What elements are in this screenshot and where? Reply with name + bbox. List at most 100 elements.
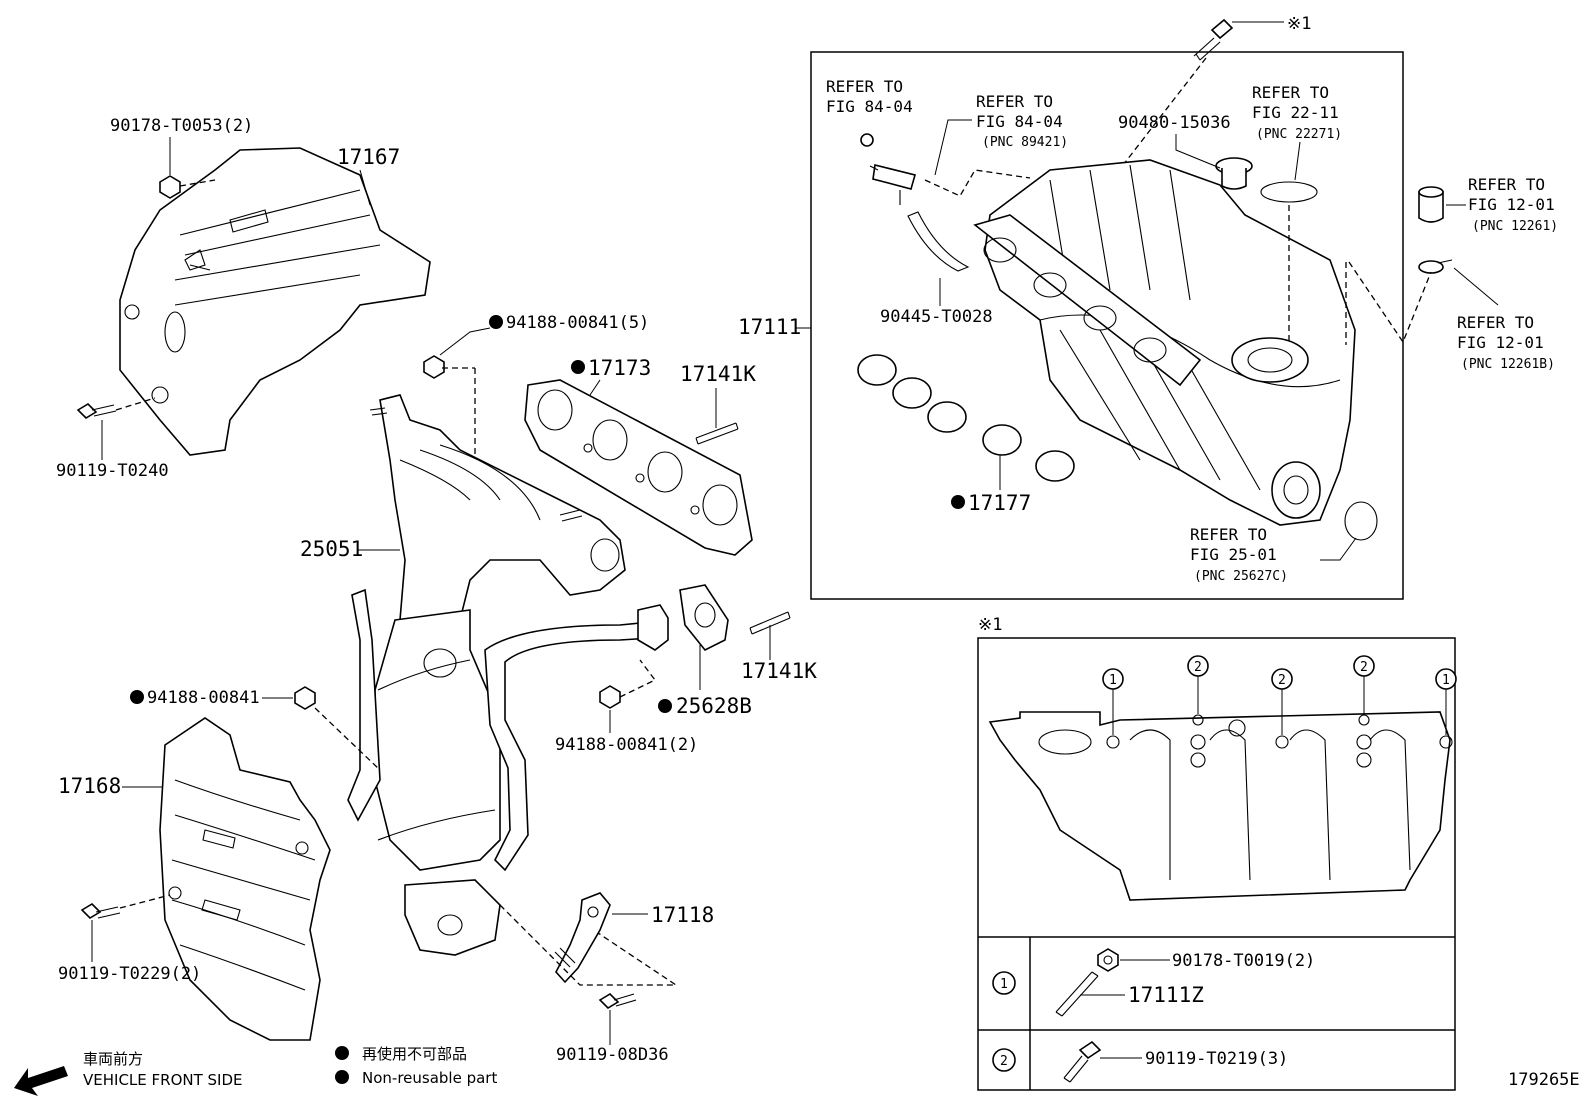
- label-90119-08d36: 90119-08D36: [556, 1045, 669, 1065]
- refer-6-leader: [1320, 537, 1357, 561]
- label-90178-t0019: 90178-T0019(2): [1172, 951, 1315, 971]
- svg-text:1: 1: [1000, 977, 1008, 992]
- svg-text:2: 2: [1278, 673, 1286, 688]
- refer-3-line1: REFER TO: [1252, 83, 1329, 102]
- bracket-17118-part: [554, 892, 611, 984]
- refer-3-pnc: (PNC 22271): [1256, 127, 1342, 142]
- legend-dot-en: [335, 1070, 349, 1084]
- inset-callout-1b: 1: [1435, 668, 1457, 735]
- refer-4-line1: REFER TO: [1468, 175, 1545, 194]
- refer-3-leader: [1294, 141, 1301, 181]
- label-94188-00841-5: 94188-00841(5): [506, 313, 649, 333]
- hose-12261b-part: [1418, 259, 1453, 274]
- bolt-90119-t0229-icon: [80, 902, 121, 920]
- refer-3-line2: FIG 22-11: [1252, 103, 1339, 122]
- non-reusable-dot-94188-5: [489, 315, 503, 329]
- gasket-17173-part: [524, 379, 753, 556]
- label-17167: 17167: [337, 145, 400, 169]
- plug-part: [1215, 157, 1253, 190]
- gasket-25627c-part: [1344, 501, 1378, 541]
- nut-90178-t0019-icon: [1097, 948, 1119, 972]
- inset-callout-1a: 1: [1102, 668, 1124, 735]
- bolt-x1-icon: [1193, 18, 1234, 61]
- marker-x1-inset: ※1: [978, 615, 1002, 635]
- leader-17167: [359, 169, 371, 206]
- heat-insulator-17167-part: [119, 147, 431, 456]
- dash-90119-t0229: [119, 894, 171, 909]
- svg-text:1: 1: [1442, 673, 1450, 688]
- refer-4-line2: FIG 12-01: [1468, 195, 1555, 214]
- dash-17118: [499, 904, 679, 986]
- intake-manifold-part: [973, 159, 1356, 526]
- bolt-90119-t0219-icon: [1063, 1040, 1102, 1083]
- leader-17173: [589, 379, 601, 396]
- label-25051: 25051: [300, 537, 363, 561]
- bolt-90178-t0053-icon: [159, 175, 181, 199]
- exhaust-manifold-25051-part: [347, 394, 653, 956]
- hose-90445-part: [907, 211, 970, 272]
- refer-1-line1: REFER TO: [826, 77, 903, 96]
- non-reusable-dot-94188: [130, 690, 144, 704]
- label-90119-t0229: 90119-T0229(2): [58, 964, 201, 984]
- legend-jp-front: 車両前方: [83, 1050, 143, 1068]
- legend-jp-non-reusable: 再使用不可部品: [362, 1045, 467, 1063]
- svg-text:2: 2: [1194, 660, 1202, 675]
- refer-2-line1: REFER TO: [976, 92, 1053, 111]
- svg-text:2: 2: [1360, 660, 1368, 675]
- label-17141k-b: 17141K: [741, 659, 817, 683]
- dash-94188-2: [619, 659, 656, 698]
- legend-en-non-reusable: Non-reusable part: [362, 1069, 497, 1087]
- refer-6-pnc: (PNC 25627C): [1194, 569, 1288, 584]
- label-17141k-a: 17141K: [680, 362, 756, 386]
- refer-2-line2: FIG 84-04: [976, 112, 1063, 131]
- dash-90119-t0240: [115, 397, 156, 411]
- non-reusable-dot-17173: [571, 360, 585, 374]
- legend-en-front: VEHICLE FRONT SIDE: [83, 1071, 243, 1089]
- label-90445-t0028: 90445-T0028: [880, 307, 993, 327]
- label-17111z: 17111Z: [1128, 983, 1204, 1007]
- label-17168: 17168: [58, 774, 121, 798]
- sensor-part: [860, 133, 916, 205]
- bolt-90119-08d36-icon: [598, 992, 637, 1010]
- refer-5-leader: [1453, 267, 1499, 306]
- dash-90178: [179, 179, 216, 187]
- gasket-17177-part: [857, 354, 1075, 482]
- label-90119-t0219: 90119-T0219(3): [1145, 1049, 1288, 1069]
- nut-94188-00841-icon: [294, 686, 316, 710]
- intake-manifold-frame: [810, 51, 1404, 600]
- sensor-dashline: [924, 169, 1031, 197]
- refer-5-pnc: (PNC 12261B): [1461, 357, 1555, 372]
- label-17118: 17118: [651, 903, 714, 927]
- inset-callout-2a: 2: [1187, 655, 1209, 714]
- inset-frame: [977, 637, 1456, 1091]
- refer-5-line2: FIG 12-01: [1457, 333, 1544, 352]
- label-25628b: 25628B: [676, 694, 752, 718]
- label-94188-00841-2: 94188-00841(2): [555, 735, 698, 755]
- nut-94188-00841-2-icon: [599, 685, 621, 709]
- inset-callout-2b: 2: [1271, 668, 1293, 735]
- o-ring-22271-part: [1260, 181, 1318, 203]
- heat-insulator-17168-part: [159, 717, 331, 1041]
- refer-2-leader: [934, 119, 972, 176]
- refer-6-line2: FIG 25-01: [1190, 545, 1277, 564]
- label-90178-t0053: 90178-T0053(2): [110, 116, 253, 136]
- label-94188-00841: 94188-00841: [147, 688, 260, 708]
- inset-manifold-part: [988, 711, 1453, 901]
- inset-callout-2c: 2: [1353, 655, 1375, 714]
- svg-text:2: 2: [1000, 1054, 1008, 1069]
- refer-5-line1: REFER TO: [1457, 313, 1534, 332]
- leader-94188-5: [439, 327, 491, 356]
- gasket-25628b-part: [637, 584, 729, 652]
- row1-marker: 1: [992, 971, 1016, 995]
- leader-90480: [1175, 134, 1221, 169]
- svg-text:1: 1: [1109, 673, 1117, 688]
- label-17173: 17173: [588, 356, 651, 380]
- stud-17141k-a-icon: [695, 422, 739, 445]
- label-17177: 17177: [968, 491, 1031, 515]
- refer-6-line1: REFER TO: [1190, 525, 1267, 544]
- refer-1-line2: FIG 84-04: [826, 97, 913, 116]
- nut-94188-00841-5-icon: [423, 355, 445, 379]
- label-17111: 17111: [738, 315, 801, 339]
- diagram-id: 179265E: [1508, 1070, 1580, 1090]
